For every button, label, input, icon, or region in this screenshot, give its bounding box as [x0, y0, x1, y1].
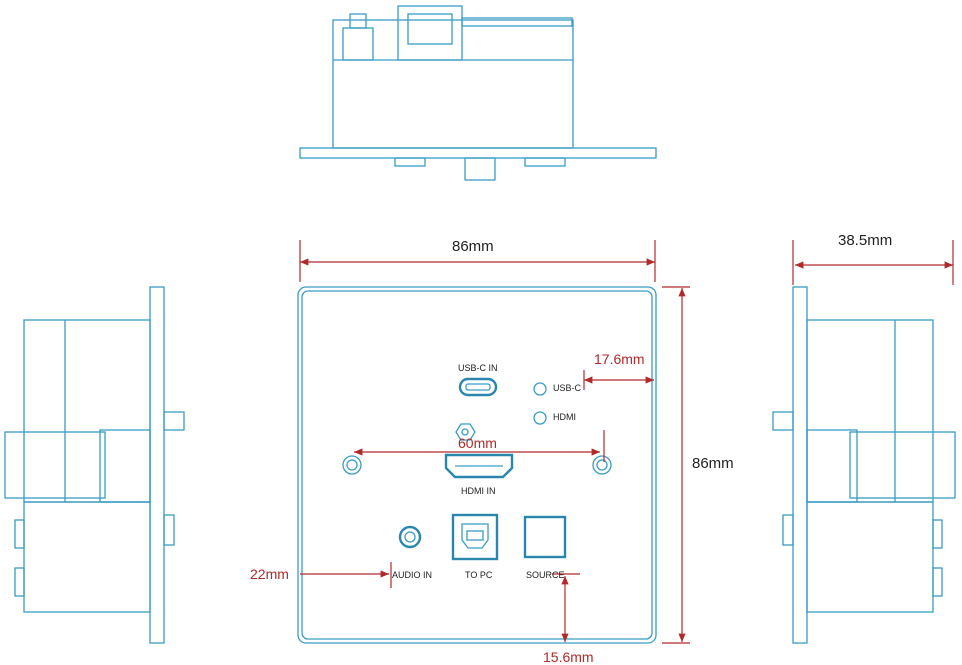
source-button — [523, 515, 567, 559]
source-label: SOURCE — [526, 570, 565, 580]
screw-hole-left-icon — [342, 455, 362, 475]
hdmi-led-label: HDMI — [553, 412, 576, 422]
screw-hole-right-icon — [592, 455, 612, 475]
left-side-view — [4, 286, 185, 644]
usbc-led-label: USB-C — [553, 383, 582, 393]
screw-spacing-dimension: 60mm — [458, 435, 497, 451]
left-offset-dimension: 22mm — [250, 566, 289, 582]
to-pc-label: TO PC — [465, 570, 493, 580]
usbc-led-icon — [533, 382, 547, 396]
front-panel — [297, 286, 657, 644]
usbc-port-icon — [458, 377, 498, 397]
hdmi-led-icon — [533, 411, 547, 425]
top-view — [299, 5, 657, 181]
right-side-view — [772, 286, 956, 644]
depth-dimension: 38.5mm — [838, 232, 893, 249]
led-offset-dimension: 17.6mm — [594, 351, 645, 367]
height-dimension: 86mm — [692, 455, 734, 472]
width-dimension: 86mm — [452, 238, 494, 255]
bottom-offset-dimension: 15.6mm — [543, 649, 594, 665]
usbc-in-label: USB-C IN — [458, 363, 498, 373]
audio-jack-icon — [398, 525, 422, 549]
hex-nut-icon — [455, 423, 476, 441]
hdmi-in-label: HDMI IN — [461, 486, 496, 496]
audio-in-label: AUDIO IN — [392, 570, 433, 580]
usb-b-port-icon — [451, 513, 499, 561]
dimension-lines — [299, 240, 954, 644]
